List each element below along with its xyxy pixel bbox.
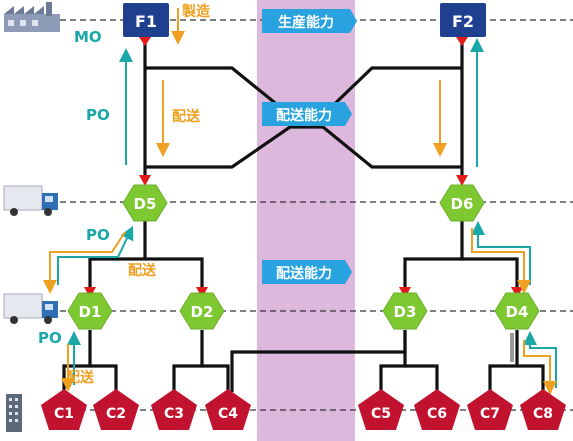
delivery-label-low: 配送 [66, 369, 95, 386]
dc-d6: D6 [439, 184, 485, 222]
dc-d6-label: D6 [451, 195, 474, 213]
po-label-low: PO [38, 329, 62, 347]
flow-arrows [43, 8, 557, 395]
delivery-label-top: 配送 [172, 108, 201, 125]
delivery-capacity-label-upper: 配送能力 [276, 107, 332, 124]
dc-d2-label: D2 [191, 303, 214, 321]
factory-f1: F1 [123, 3, 169, 37]
customer-c6: C6 [414, 389, 460, 430]
dc-d4-label: D4 [506, 303, 529, 321]
customer-c3: C3 [151, 389, 197, 430]
customer-c5: C5 [358, 389, 404, 430]
customer-c6-label: C6 [427, 406, 447, 422]
customer-c3-label: C3 [164, 406, 184, 422]
customer-c1: C1 [41, 389, 87, 430]
production-capacity-label: 生産能力 [278, 14, 334, 31]
dc-d3: D3 [382, 292, 428, 330]
customer-c2-label: C2 [106, 406, 126, 422]
production-capacity-tag: 生産能力 [262, 9, 357, 33]
customer-c2: C2 [93, 389, 139, 430]
dc-d2: D2 [179, 292, 225, 330]
dc-d3-label: D3 [394, 303, 417, 321]
delivery-capacity-tag-lower: 配送能力 [262, 260, 352, 284]
truck-icon [3, 185, 58, 216]
factory-icon [4, 2, 60, 32]
delivery-capacity-tag-upper: 配送能力 [262, 102, 352, 126]
delivery-capacity-label-lower: 配送能力 [276, 265, 332, 282]
customer-c1-label: C1 [54, 406, 74, 422]
customer-c8-label: C8 [533, 406, 553, 422]
dc-d5: D5 [122, 184, 168, 222]
po-label-mid: PO [86, 226, 110, 244]
mo-label: MO [74, 28, 102, 46]
customer-c4: C4 [205, 389, 251, 430]
dc-d5-label: D5 [134, 195, 157, 213]
dc-d1: D1 [67, 292, 113, 330]
customer-c7-label: C7 [480, 406, 500, 422]
customer-c8: C8 [520, 389, 566, 430]
factory-f2-label: F2 [452, 12, 474, 31]
factory-f1-label: F1 [135, 12, 157, 31]
dc-d4: D4 [494, 292, 540, 330]
delivery-label-mid: 配送 [128, 262, 157, 279]
capacity-band [257, 0, 355, 441]
customer-c5-label: C5 [371, 406, 391, 422]
dc-d1-label: D1 [79, 303, 102, 321]
customer-c4-label: C4 [218, 406, 238, 422]
manufacture-label: 製造 [181, 3, 210, 20]
building-icon [6, 394, 22, 432]
truck-icon [3, 293, 58, 324]
order-arrows [57, 38, 557, 388]
customer-c7: C7 [467, 389, 513, 430]
factory-f2: F2 [440, 3, 486, 37]
po-label-top: PO [86, 106, 110, 124]
